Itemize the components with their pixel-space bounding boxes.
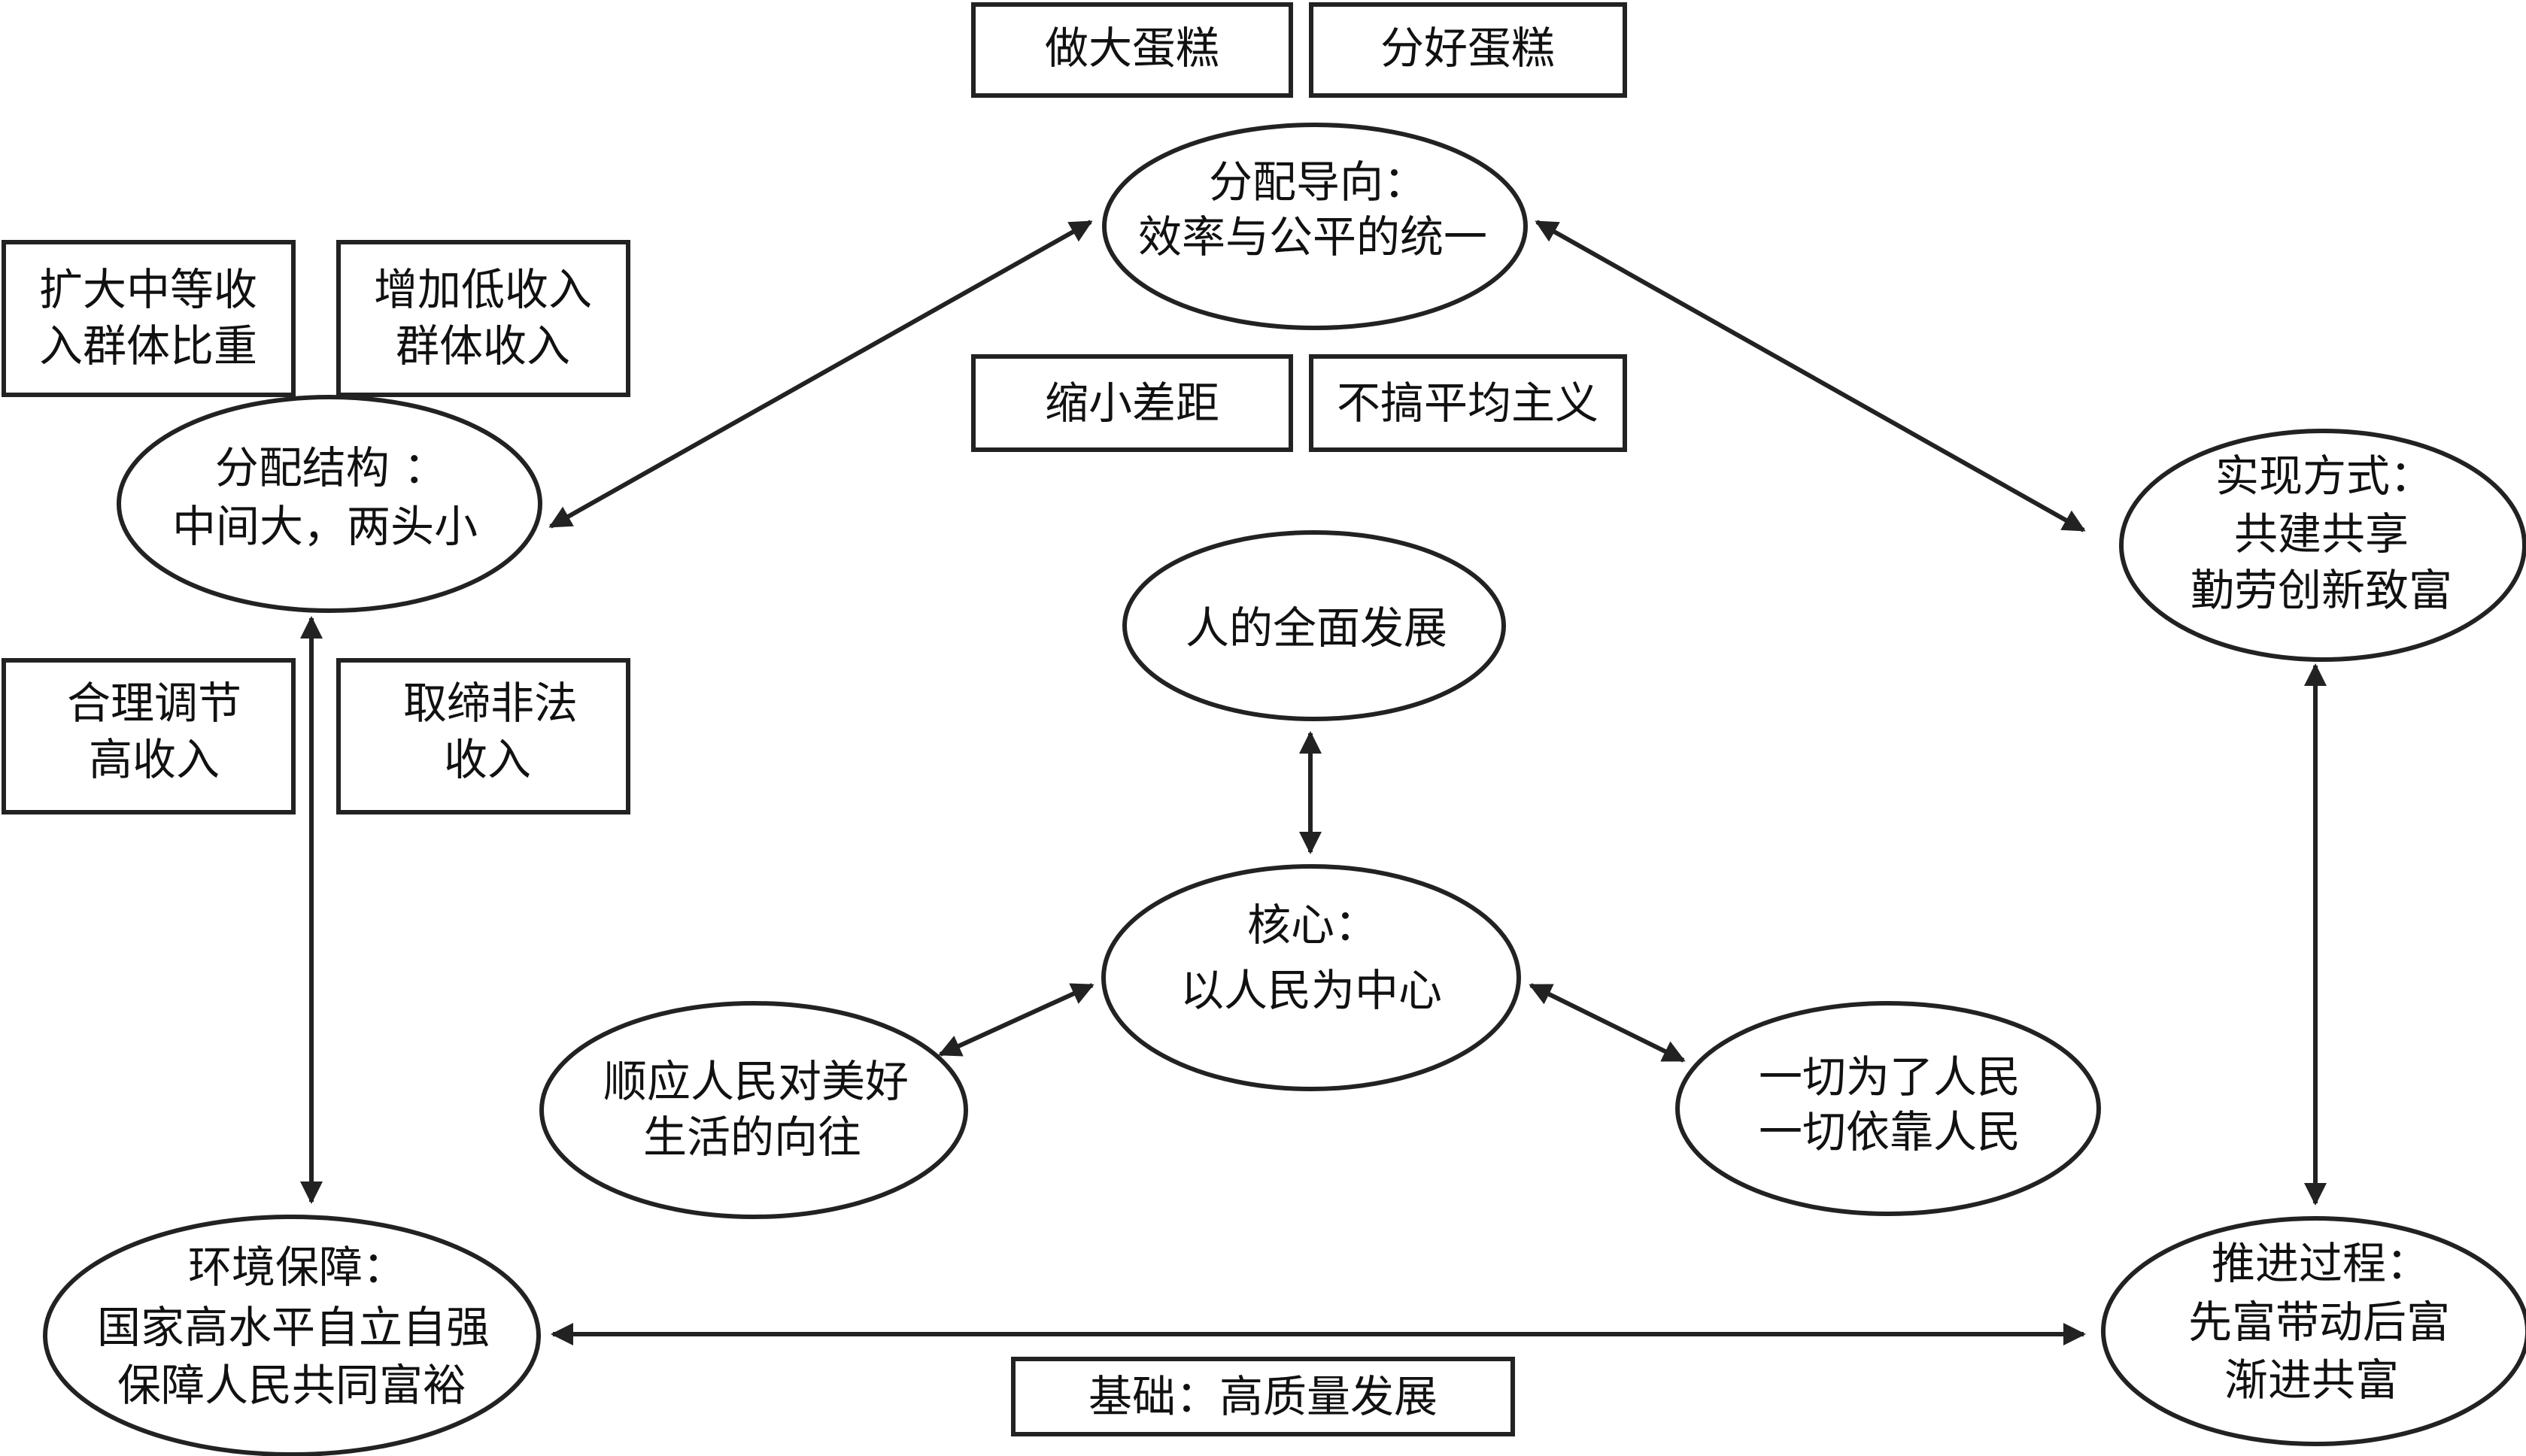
ellipse-distribution-orientation: 分配导向： 效率与公平的统一 (1102, 123, 1528, 330)
box-raise-low-line2: 群体收入 (396, 320, 570, 372)
people-aspiration-line2: 生活的向往 (643, 1112, 861, 1163)
core-line1: 核心： (1247, 899, 1378, 951)
box-ban-illegal-income: 取缔非法 收入 (336, 658, 630, 814)
people-aspiration-line1: 顺应人民对美好 (603, 1056, 909, 1107)
arrow-orientation-realization (1535, 220, 2086, 532)
distribution-structure-line1: 分配结构 ： (215, 442, 447, 493)
ellipse-advancement-process: 推进过程： 先富带动后富 渐进共富 (2101, 1216, 2526, 1446)
box-raise-low-income: 增加低收入 群体收入 (336, 240, 630, 397)
box-ban-illegal-line2: 收入 (444, 734, 531, 785)
arrow-core-aspiration (938, 983, 1094, 1057)
box-share-cake: 分好蛋糕 (1309, 2, 1627, 98)
core-line2: 以人民为中心 (1180, 965, 1442, 1016)
for-people-line1: 一切为了人民 (1759, 1051, 2020, 1103)
ellipse-for-people: 一切为了人民 一切依靠人民 (1675, 1001, 2101, 1216)
box-regulate-high-line1: 合理调节 (67, 678, 241, 729)
ellipse-people-aspiration: 顺应人民对美好 生活的向往 (539, 1001, 968, 1219)
realization-method-line1: 实现方式： (2215, 450, 2433, 502)
box-make-cake-text: 做大蛋糕 (1045, 23, 1219, 74)
box-raise-low-line1: 增加低收入 (374, 264, 592, 315)
arrow-core-for-people (1529, 983, 1686, 1063)
box-no-egalitarianism: 不搞平均主义 (1309, 354, 1627, 452)
environment-guarantee-line2: 国家高水平自立自强 (97, 1302, 490, 1353)
box-expand-middle-line2: 入群体比重 (39, 320, 257, 372)
ellipse-distribution-structure: 分配结构 ： 中间大，两头小 (117, 395, 542, 613)
box-regulate-high-income: 合理调节 高收入 (2, 658, 296, 814)
distribution-orientation-line2: 效率与公平的统一 (1138, 211, 1487, 262)
advancement-process-line1: 推进过程： (2212, 1238, 2430, 1289)
for-people-line2: 一切依靠人民 (1759, 1106, 2020, 1157)
distribution-structure-line2: 中间大，两头小 (172, 501, 478, 552)
ellipse-all-round-development: 人的全面发展 (1122, 530, 1506, 721)
box-expand-middle-line1: 扩大中等收 (39, 264, 257, 315)
advancement-process-line2: 先富带动后富 (2188, 1297, 2450, 1348)
ellipse-environment-guarantee: 环境保障： 国家高水平自立自强 保障人民共同富裕 (43, 1215, 541, 1456)
environment-guarantee-line1: 环境保障： (188, 1242, 406, 1293)
box-no-egalitarianism-text: 不搞平均主义 (1337, 378, 1598, 429)
realization-method-line3: 勤劳创新致富 (2191, 565, 2452, 616)
box-foundation: 基础：高质量发展 (1011, 1357, 1515, 1436)
box-narrow-gap: 缩小差距 (971, 354, 1293, 452)
environment-guarantee-line3: 保障人民共同富裕 (117, 1360, 466, 1411)
box-narrow-gap-text: 缩小差距 (1045, 378, 1219, 429)
box-regulate-high-line2: 高收入 (89, 734, 220, 785)
box-share-cake-text: 分好蛋糕 (1380, 23, 1555, 74)
all-round-development-text: 人的全面发展 (1186, 602, 1447, 654)
ellipse-core: 核心： 以人民为中心 (1101, 864, 1521, 1091)
box-make-cake: 做大蛋糕 (971, 2, 1293, 98)
connectors (300, 220, 2327, 1345)
box-ban-illegal-line1: 取缔非法 (403, 678, 578, 729)
box-expand-middle-income: 扩大中等收 入群体比重 (2, 240, 296, 397)
ellipse-realization-method: 实现方式： 共建共享 勤劳创新致富 (2119, 429, 2526, 662)
distribution-orientation-line1: 分配导向： (1209, 156, 1427, 208)
realization-method-line2: 共建共享 (2234, 508, 2409, 560)
arrow-orientation-structure (548, 220, 1093, 529)
box-foundation-text: 基础：高质量发展 (1088, 1371, 1438, 1422)
advancement-process-line3: 渐进共富 (2224, 1354, 2399, 1406)
